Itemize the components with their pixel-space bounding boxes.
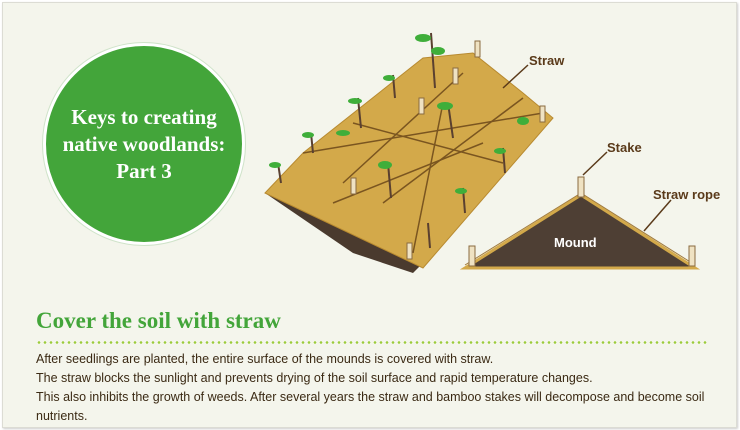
section-body: After seedlings are planted, the entire …	[36, 350, 726, 426]
leaves	[269, 34, 529, 194]
label-straw-rope: Straw rope	[653, 187, 721, 202]
paragraph: After seedlings are planted, the entire …	[36, 352, 494, 366]
dotted-divider	[36, 341, 709, 344]
section-title: Cover the soil with straw	[36, 308, 281, 333]
badge-line: Part 3	[116, 158, 172, 183]
straw-ropes	[302, 72, 544, 254]
paragraph: The straw blocks the sunlight and preven…	[36, 371, 593, 385]
badge-line: native woodlands:	[62, 131, 226, 156]
stakes	[350, 40, 546, 260]
badge-line: Keys to creating	[71, 104, 217, 129]
section-stakes	[468, 176, 696, 267]
title-badge: Keys to creating native woodlands: Part …	[43, 43, 245, 245]
label-mound: Mound	[554, 235, 597, 250]
mound-illustration	[264, 32, 701, 273]
label-stake: Stake	[607, 140, 642, 155]
label-straw: Straw	[529, 53, 565, 68]
straw-cover	[264, 52, 554, 269]
paragraph: This also inhibits the growth of weeds. …	[36, 390, 705, 423]
mound-cross-section	[459, 193, 701, 270]
